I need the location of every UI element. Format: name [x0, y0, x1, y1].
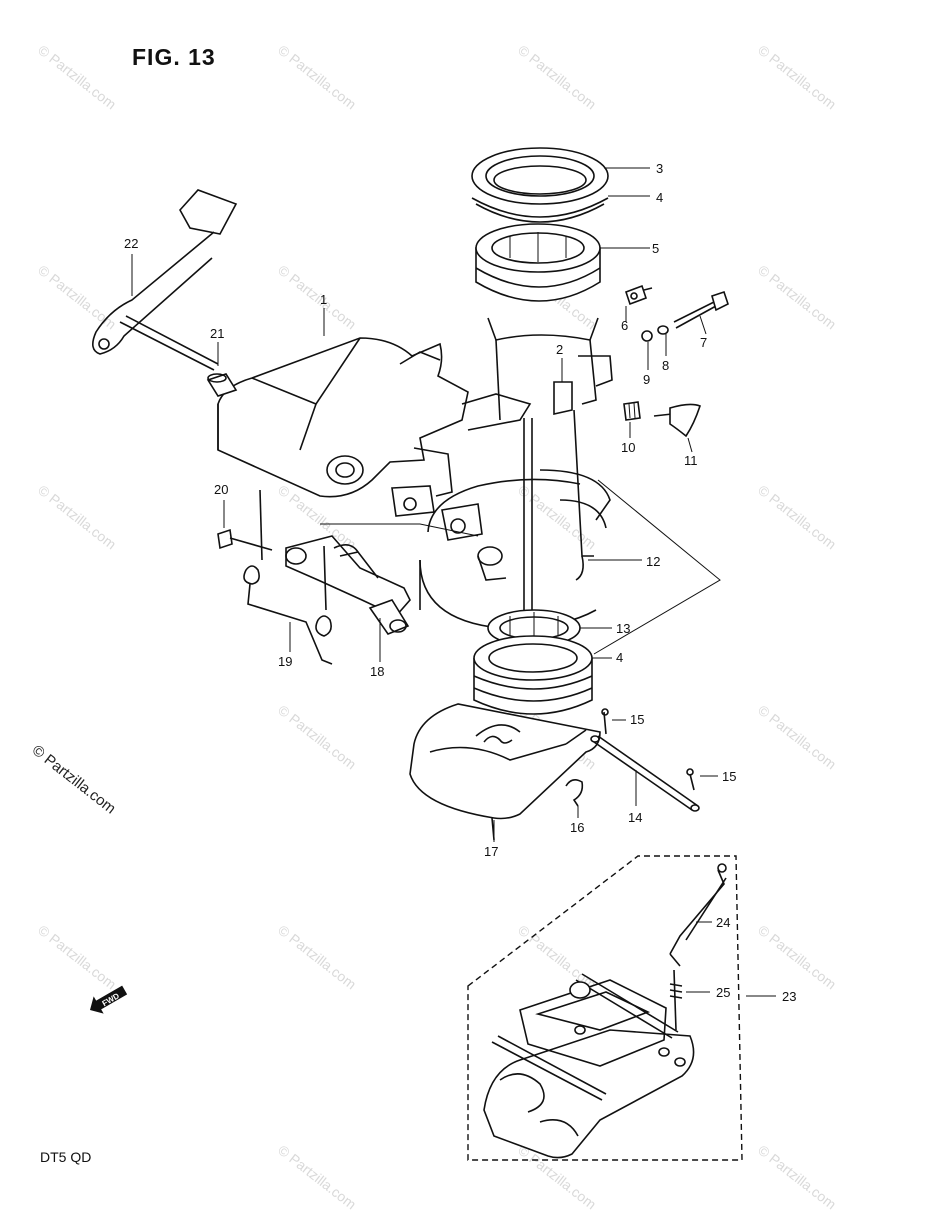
- label-part-8: 8: [662, 358, 669, 373]
- model-code: DT5 QD: [40, 1149, 92, 1165]
- label-part-19: 19: [278, 654, 292, 669]
- label-part-6: 6: [621, 318, 628, 333]
- label-part-4-lower: 4: [616, 650, 623, 665]
- part-2-clamp: [487, 317, 613, 581]
- part-5-bushing: [475, 223, 601, 302]
- label-part-17: 17: [484, 844, 498, 859]
- label-part-7: 7: [700, 335, 707, 350]
- part-3-ring: [471, 147, 609, 205]
- label-part-1: 1: [320, 292, 327, 307]
- label-part-9: 9: [643, 372, 650, 387]
- label-part-12: 12: [646, 554, 660, 569]
- label-part-16: 16: [570, 820, 584, 835]
- label-part-10: 10: [621, 440, 635, 455]
- label-part-23: 23: [782, 989, 796, 1004]
- group-23-boundary: [467, 855, 743, 1161]
- label-part-3: 3: [656, 161, 663, 176]
- part-22-tilt-lever: [92, 189, 238, 371]
- label-part-13: 13: [616, 621, 630, 636]
- part-17-stern-bracket-plate: [409, 703, 601, 841]
- part-4-ring-upper: [471, 197, 609, 223]
- part-18-lock-lever: [285, 535, 411, 635]
- label-part-22: 22: [124, 236, 138, 251]
- part-23-tilt-cradle: [483, 973, 695, 1159]
- part-25-spring: [669, 969, 683, 1031]
- label-part-14: 14: [628, 810, 642, 825]
- part-14-rod: [590, 735, 700, 812]
- part-9-washer: [641, 330, 653, 342]
- forward-arrow-icon: FWD: [90, 985, 128, 1014]
- label-part-15-upper: 15: [630, 712, 644, 727]
- label-part-11: 11: [684, 453, 698, 468]
- part-15-cotter-pin-upper: [601, 708, 609, 735]
- label-part-5: 5: [652, 241, 659, 256]
- part-1-swivel-bracket: [217, 337, 532, 541]
- part-8-washer: [657, 325, 669, 335]
- part-24-lever: [669, 863, 727, 967]
- part-21-collar: [206, 373, 238, 397]
- label-part-18: 18: [370, 664, 384, 679]
- label-part-20: 20: [214, 482, 228, 497]
- part-7-bolt: [673, 290, 729, 329]
- part-11-thumb-screw: [653, 403, 701, 438]
- part-20-bolt: [217, 528, 273, 551]
- label-part-2: 2: [556, 342, 563, 357]
- label-part-4-upper: 4: [656, 190, 663, 205]
- part-16-spring-clip: [483, 735, 584, 807]
- part-15-cotter-pin-lower: [686, 768, 695, 791]
- part-19-spring: [243, 489, 333, 665]
- part-6-grease-nipple: [624, 284, 653, 306]
- label-part-21: 21: [210, 326, 224, 341]
- part-10-nut: [623, 401, 641, 421]
- leader-lines: [131, 167, 776, 997]
- label-part-25: 25: [716, 985, 730, 1000]
- part-4-ring-lower: [473, 635, 593, 715]
- label-part-24: 24: [716, 915, 730, 930]
- figure-title: FIG. 13: [132, 44, 216, 70]
- label-part-15-lower: 15: [722, 769, 736, 784]
